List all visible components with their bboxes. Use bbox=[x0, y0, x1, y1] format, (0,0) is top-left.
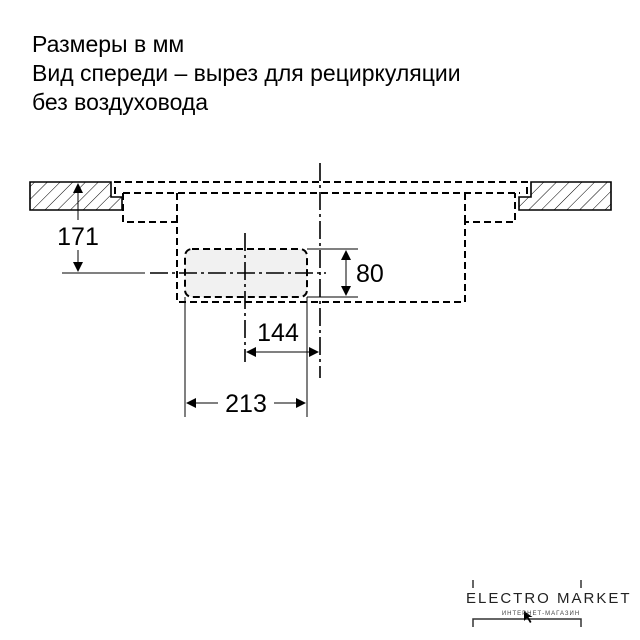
dim-171-label: 171 bbox=[57, 223, 99, 251]
logo-main-text: ELECTRO MARKET bbox=[466, 590, 632, 607]
worktop-right bbox=[518, 181, 612, 211]
title-line-3: без воздуховода bbox=[32, 89, 209, 115]
dim-80-label: 80 bbox=[356, 260, 384, 288]
hob-outline-body bbox=[122, 192, 520, 303]
title-line-1: Размеры в мм bbox=[32, 31, 185, 57]
dim-144-label: 144 bbox=[257, 319, 299, 347]
logo-cursor-icon bbox=[524, 611, 533, 623]
electro-market-logo: ELECTRO MARKET ИНТЕРНЕТ-МАГАЗИН bbox=[466, 582, 632, 630]
dim-213-label: 213 bbox=[225, 390, 267, 418]
hob-outline-top bbox=[114, 181, 528, 194]
logo-sub-text: ИНТЕРНЕТ-МАГАЗИН bbox=[501, 611, 581, 617]
logo-frame bbox=[472, 580, 582, 627]
title-line-2: Вид спереди – вырез для рециркуляции bbox=[32, 60, 461, 86]
worktop-left bbox=[29, 181, 123, 211]
